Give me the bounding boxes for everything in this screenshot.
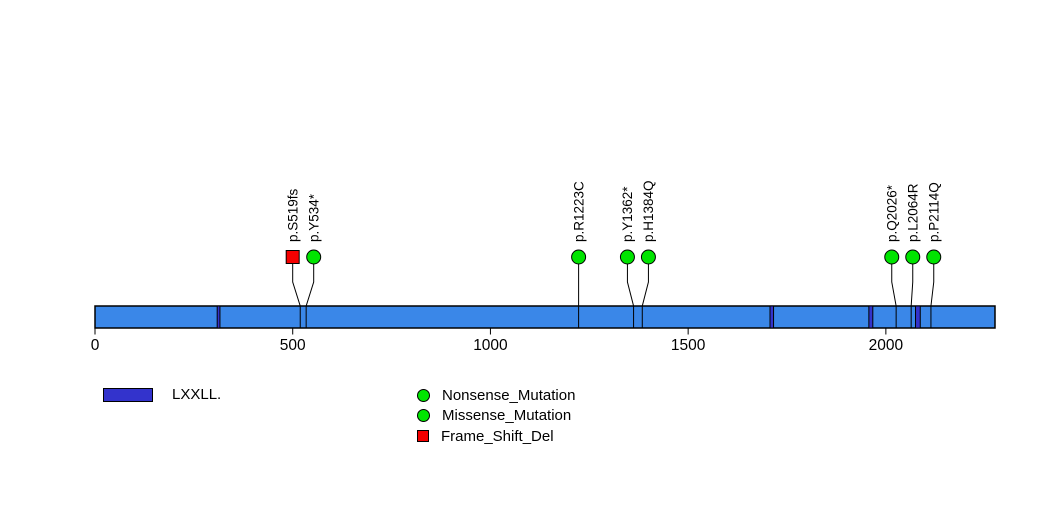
frame-shift-del-label: Frame_Shift_Del [441, 427, 554, 445]
protein-bar [94, 305, 996, 329]
domain-lxxll [769, 305, 775, 329]
mutation-label: p.L2064R [905, 183, 920, 242]
mutation-marker-circle [884, 249, 900, 265]
mutation-label: p.P2114Q [926, 182, 941, 242]
axis-tick-label: 500 [280, 337, 306, 354]
mutation-marker-square [285, 250, 300, 264]
axis-tick-label: 2000 [869, 337, 904, 354]
lxxll-domain-label: LXXLL. [172, 386, 222, 403]
axis-tick-label: 0 [91, 337, 100, 354]
mutation-label: p.Q2026* [884, 184, 899, 242]
mutation-stem [626, 264, 635, 328]
mutation-label: p.H1384Q [641, 180, 656, 242]
mutation-marker-circle [571, 249, 587, 265]
mutation-marker-circle [619, 249, 635, 265]
mutation-stem [891, 264, 897, 328]
legend-domains: LXXLL. [103, 386, 221, 403]
domain-lxxll [915, 305, 921, 329]
legend-mutation-types: Nonsense_Mutation Missense_Mutation Fram… [417, 385, 575, 447]
mutation-label: p.S519fs [285, 188, 300, 242]
axis-tick-label: 1500 [671, 337, 706, 354]
missense-mutation-label: Missense_Mutation [442, 407, 572, 425]
missense-mutation-marker-icon [417, 409, 430, 423]
mutation-marker-circle [905, 249, 921, 265]
mutation-marker-circle [640, 249, 656, 265]
mutation-stem [305, 264, 315, 328]
nonsense-mutation-marker-icon [417, 388, 430, 402]
legend-row-nonsense: Nonsense_Mutation [417, 385, 575, 406]
legend-row-missense: Missense_Mutation [417, 406, 575, 427]
mutation-label: p.R1223C [571, 181, 586, 242]
mutation-marker-circle [926, 249, 942, 265]
mutation-label: p.Y534* [306, 193, 321, 242]
domain-lxxll [216, 305, 221, 329]
legend-row-frameshift: Frame_Shift_Del [417, 426, 575, 447]
mutation-stem [930, 264, 935, 328]
domain-lxxll [868, 305, 874, 329]
axis-tick-label: 1000 [473, 337, 508, 354]
mutation-label: p.Y1362* [620, 186, 635, 242]
mutation-stem [292, 264, 301, 328]
mutation-stem [910, 264, 914, 328]
mutation-marker-circle [306, 249, 322, 265]
mutation-stem [641, 264, 649, 328]
nonsense-mutation-label: Nonsense_Mutation [442, 386, 576, 404]
frame-shift-del-marker-icon [417, 430, 429, 443]
lxxll-domain-swatch [103, 387, 153, 402]
